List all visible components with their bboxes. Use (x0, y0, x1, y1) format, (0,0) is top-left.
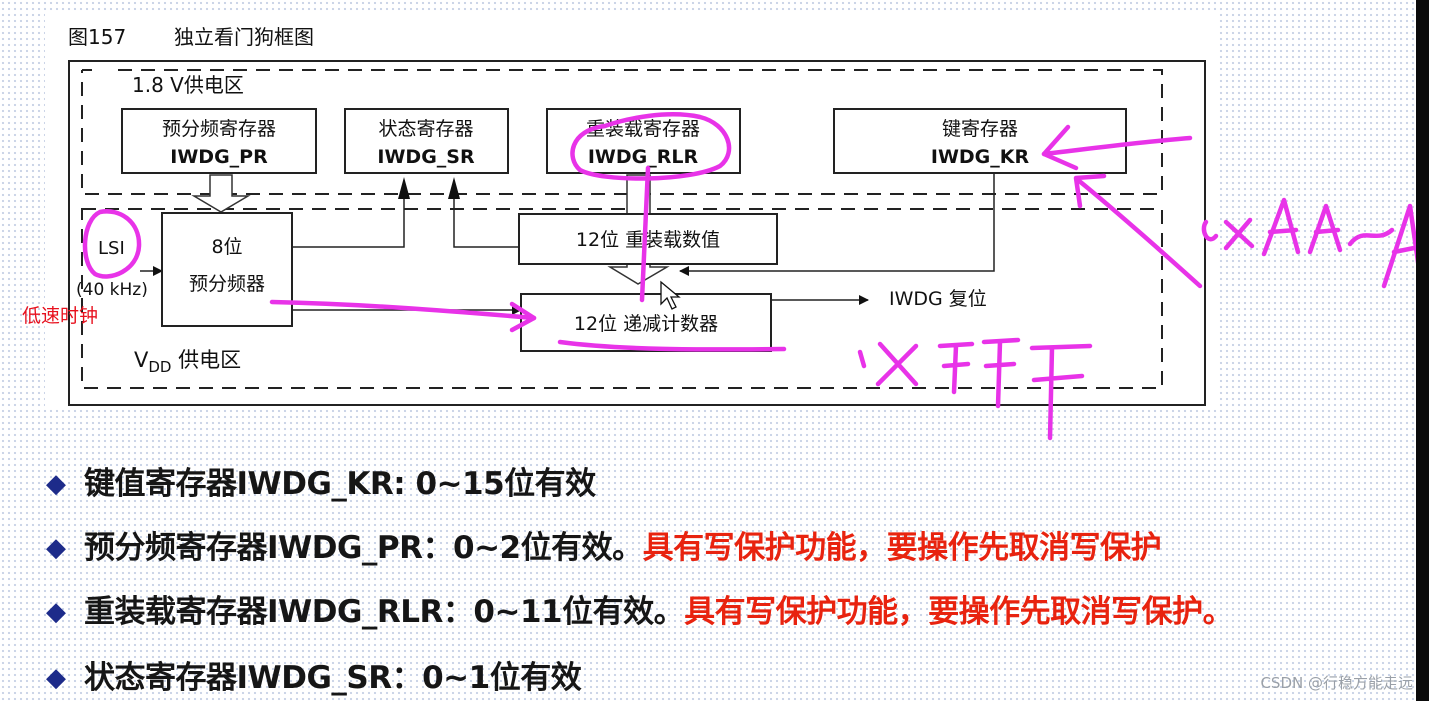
prescaler-status-line (292, 185, 405, 248)
hw-tilde (1347, 227, 1395, 247)
reload-value-block: 12位 重装载数值 (518, 213, 778, 265)
svg-text:预分频寄存器: 预分频寄存器 (162, 118, 276, 140)
pr-to-prescaler-arrow (191, 174, 251, 213)
svg-text:8位: 8位 (211, 236, 242, 258)
svg-text:预分频器: 预分频器 (189, 273, 265, 295)
svg-text:状态寄存器: 状态寄存器 (378, 118, 473, 140)
clock-arrowhead (509, 301, 537, 333)
window-edge-bar (1416, 0, 1429, 701)
register-kr: 键寄存器 IWDG_KR (833, 108, 1127, 174)
lsi-circle (82, 209, 142, 279)
diag-arrowhead (1073, 173, 1107, 209)
domain-vdd-label: VDD 供电区 (134, 348, 241, 376)
kr-arrow-line (1041, 135, 1193, 157)
domain-vdd-border (81, 208, 1163, 389)
reload-status-line (453, 185, 519, 248)
pvu-arrowhead (398, 177, 410, 199)
diag-arrow-line (1075, 177, 1203, 289)
register-sr: 状态寄存器 IWDG_SR (344, 108, 509, 174)
diamond-bullet-icon: ◆ (46, 469, 66, 499)
lsi-frequency: (40 kHz) (76, 280, 148, 300)
kr-reload-line (679, 173, 995, 276)
diamond-bullet-icon: ◆ (46, 663, 66, 693)
bullet-sr: ◆状态寄存器IWDG_SR：0~1位有效 (46, 660, 582, 696)
hw-f3 (1029, 343, 1093, 441)
low-speed-clock-annotation: 低速时钟 (22, 305, 98, 327)
diamond-bullet-icon: ◆ (46, 533, 66, 563)
svg-text:重装载寄存器: 重装载寄存器 (586, 118, 700, 140)
register-pr: 预分频寄存器 IWDG_PR (121, 108, 317, 174)
lsi-label: LSI (98, 238, 125, 259)
hw-0 (1201, 219, 1219, 242)
reload-down-stroke (639, 165, 651, 303)
rvu-arrowhead (448, 177, 460, 199)
svg-text:IWDG_PR: IWDG_PR (170, 146, 268, 168)
svg-text:12位 递减计数器: 12位 递减计数器 (574, 313, 718, 335)
prescaler-block: 8位 预分频器 (161, 212, 293, 327)
bullet-pr: ◆预分频寄存器IWDG_PR：0~2位有效。具有写保护功能，要操作先取消写保护 (46, 530, 1162, 566)
diamond-bullet-icon: ◆ (46, 597, 66, 627)
mouse-cursor (660, 280, 681, 310)
hw-x2 (875, 341, 919, 387)
hw-a3 (1381, 203, 1423, 289)
hw-a1 (1261, 197, 1301, 257)
bullet-rlr: ◆重装载寄存器IWDG_RLR：0~11位有效。具有写保护功能，要操作先取消写保… (46, 594, 1234, 630)
rlr-circle (570, 112, 732, 181)
svg-text:IWDG_SR: IWDG_SR (377, 146, 475, 168)
bullet-kr: ◆键值寄存器IWDG_KR: 0~15位有效 (46, 466, 596, 502)
clock-stroke (269, 299, 537, 321)
svg-text:键寄存器: 键寄存器 (942, 118, 1018, 140)
domain-18v-border (81, 69, 1163, 195)
figure-title: 独立看门狗框图 (174, 25, 314, 49)
hw-dot (857, 349, 867, 369)
figure-number: 图157 (68, 25, 126, 49)
svg-text:IWDG_KR: IWDG_KR (931, 146, 1030, 168)
svg-text:IWDG_RLR: IWDG_RLR (588, 146, 699, 168)
handwritten-annotations (82, 112, 1423, 441)
reset-label: IWDG 复位 (889, 288, 987, 310)
counter-underline (557, 339, 787, 352)
domain-18v-label: 1.8 V供电区 (132, 73, 244, 97)
svg-text:12位 重装载数值: 12位 重装载数值 (576, 229, 720, 251)
hw-f2 (981, 337, 1021, 409)
hw-x (1223, 217, 1255, 251)
kr-arrowhead (1041, 124, 1079, 171)
hw-f1 (937, 341, 975, 395)
hw-a2 (1307, 203, 1343, 255)
csdn-watermark: CSDN @行稳方能走远 (1260, 674, 1413, 692)
